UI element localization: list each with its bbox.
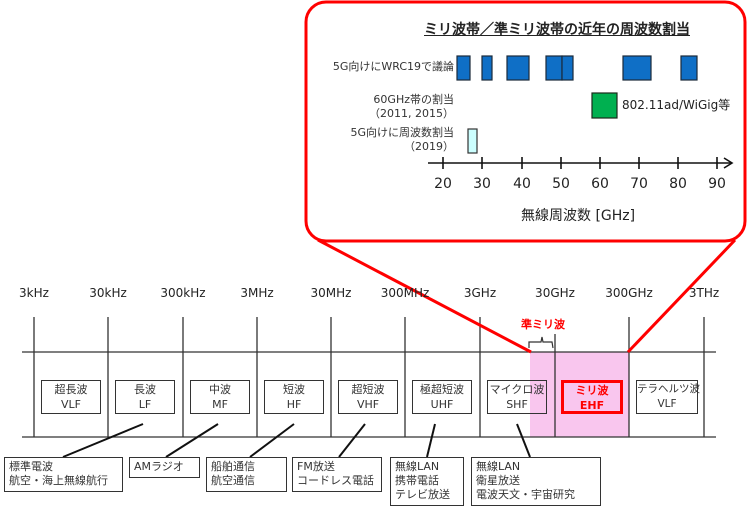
band-jp: 極超短波 <box>420 383 464 396</box>
mm-wave-highlight <box>555 352 629 437</box>
wrc19-bars <box>456 55 698 81</box>
band-shf: マイクロ波 SHF <box>487 380 547 414</box>
quasi-mm-highlight <box>530 352 555 437</box>
band-jp: 長波 <box>134 383 156 396</box>
tick-label: 50 <box>552 176 570 192</box>
row-label-line: 5G向けに周波数割当 <box>350 126 454 139</box>
row-label-line: （2011, 2015） <box>369 107 454 120</box>
leader-lines <box>62 423 531 458</box>
app-line: 衛星放送 <box>476 474 520 487</box>
band-mf: 中波 MF <box>190 380 250 414</box>
app-line: 携帯電話 <box>395 474 439 487</box>
band-en: SHF <box>506 398 528 411</box>
band-vhf: 超短波 VHF <box>338 380 398 414</box>
bar-60ghz <box>591 92 618 119</box>
freq-label-30khz: 30kHz <box>89 286 127 300</box>
freq-label-300khz: 300kHz <box>160 286 206 300</box>
app-line: 標準電波 <box>9 460 53 473</box>
tick-label: 70 <box>630 176 648 192</box>
band-jp: 中波 <box>209 383 231 396</box>
freq-label-3thz: 3THz <box>688 286 720 300</box>
freq-label-300ghz: 300GHz <box>605 286 653 300</box>
band-jp: テラヘルツ波 <box>637 383 700 395</box>
band-uhf: 極超短波 UHF <box>412 380 472 414</box>
app-box-shf: 無線LAN 衛星放送 電波天文・宇宙研究 <box>471 457 601 506</box>
callout-line-right <box>626 238 737 354</box>
band-ehf: ミリ波 EHF <box>561 380 623 414</box>
app-box-hf: 船舶通信 航空通信 <box>206 457 287 492</box>
callout-line-left <box>317 238 532 354</box>
band-dividers <box>33 317 705 437</box>
band-jp: ミリ波 <box>575 384 609 397</box>
tick-label: 40 <box>513 176 531 192</box>
app-line: テレビ放送 <box>395 488 450 501</box>
tick-label: 30 <box>473 176 491 192</box>
tick-label: 90 <box>708 176 726 192</box>
row-label-line: 60GHz帯の割当 <box>373 93 454 106</box>
row-label-60ghz: 60GHz帯の割当 （2011, 2015） <box>369 93 454 121</box>
band-en: HF <box>286 398 302 411</box>
band-en: VLF <box>61 398 81 411</box>
band-jp: 短波 <box>283 383 305 396</box>
inset-frame <box>304 0 747 243</box>
tick-label: 60 <box>591 176 609 192</box>
band-jp: 超短波 <box>351 383 385 396</box>
band-lf: 長波 LF <box>115 380 175 414</box>
quasi-mm-label: 準ミリ波 <box>521 318 565 331</box>
freq-label-300mhz: 300MHz <box>380 286 430 300</box>
band-en: VLF <box>657 398 677 410</box>
app-box-mf: AMラジオ <box>129 457 200 478</box>
band-en: LF <box>138 398 152 411</box>
app-line: コードレス電話 <box>297 474 374 487</box>
wigig-label: 802.11ad/WiGig等 <box>622 98 731 112</box>
freq-label-3khz: 3kHz <box>19 286 49 300</box>
band-en: EHF <box>579 399 605 412</box>
band-terahertz: テラヘルツ波 VLF <box>636 380 700 414</box>
tick-label: 20 <box>434 176 452 192</box>
inset-axis <box>428 157 734 169</box>
app-line: 航空・海上無線航行 <box>9 474 108 487</box>
tick-label: 80 <box>669 176 687 192</box>
band-jp: マイクロ波 <box>489 383 545 396</box>
band-jp: 超長波 <box>54 383 88 396</box>
freq-label-3mhz: 3MHz <box>240 286 274 300</box>
app-line: 無線LAN <box>395 460 440 473</box>
freq-label-30mhz: 30MHz <box>310 286 352 300</box>
app-box-vlf: 標準電波 航空・海上無線航行 <box>4 457 123 492</box>
row-label-wrc19: 5G向けにWRC19で議論 <box>333 60 454 74</box>
app-box-uhf: 無線LAN 携帯電話 テレビ放送 <box>390 457 464 506</box>
app-line: AMラジオ <box>134 460 184 473</box>
band-hf: 短波 HF <box>264 380 324 414</box>
bar-5g-2019 <box>467 128 478 154</box>
app-line: FM放送 <box>297 460 335 473</box>
freq-label-30ghz: 30GHz <box>535 286 575 300</box>
app-line: 船舶通信 <box>211 460 255 473</box>
app-line: 電波天文・宇宙研究 <box>476 488 575 501</box>
inset-title: ミリ波帯／準ミリ波帯の近年の周波数割当 <box>424 22 690 38</box>
freq-label-3ghz: 3GHz <box>463 286 497 300</box>
band-en: UHF <box>430 398 454 411</box>
band-vlf: 超長波 VLF <box>41 380 101 414</box>
row-label-line: （2019） <box>404 140 454 153</box>
row-label-line: 5G向けにWRC19で議論 <box>332 60 454 73</box>
app-line: 航空通信 <box>211 474 255 487</box>
app-line: 無線LAN <box>476 460 521 473</box>
axis-title: 無線周波数 [GHz] <box>521 208 636 224</box>
band-en: VHF <box>356 398 380 411</box>
band-en: MF <box>212 398 228 411</box>
quasi-mm-bracket <box>528 336 554 349</box>
app-box-vhf: FM放送 コードレス電話 <box>292 457 382 492</box>
row-label-5g-2019: 5G向けに周波数割当 （2019） <box>350 126 454 154</box>
